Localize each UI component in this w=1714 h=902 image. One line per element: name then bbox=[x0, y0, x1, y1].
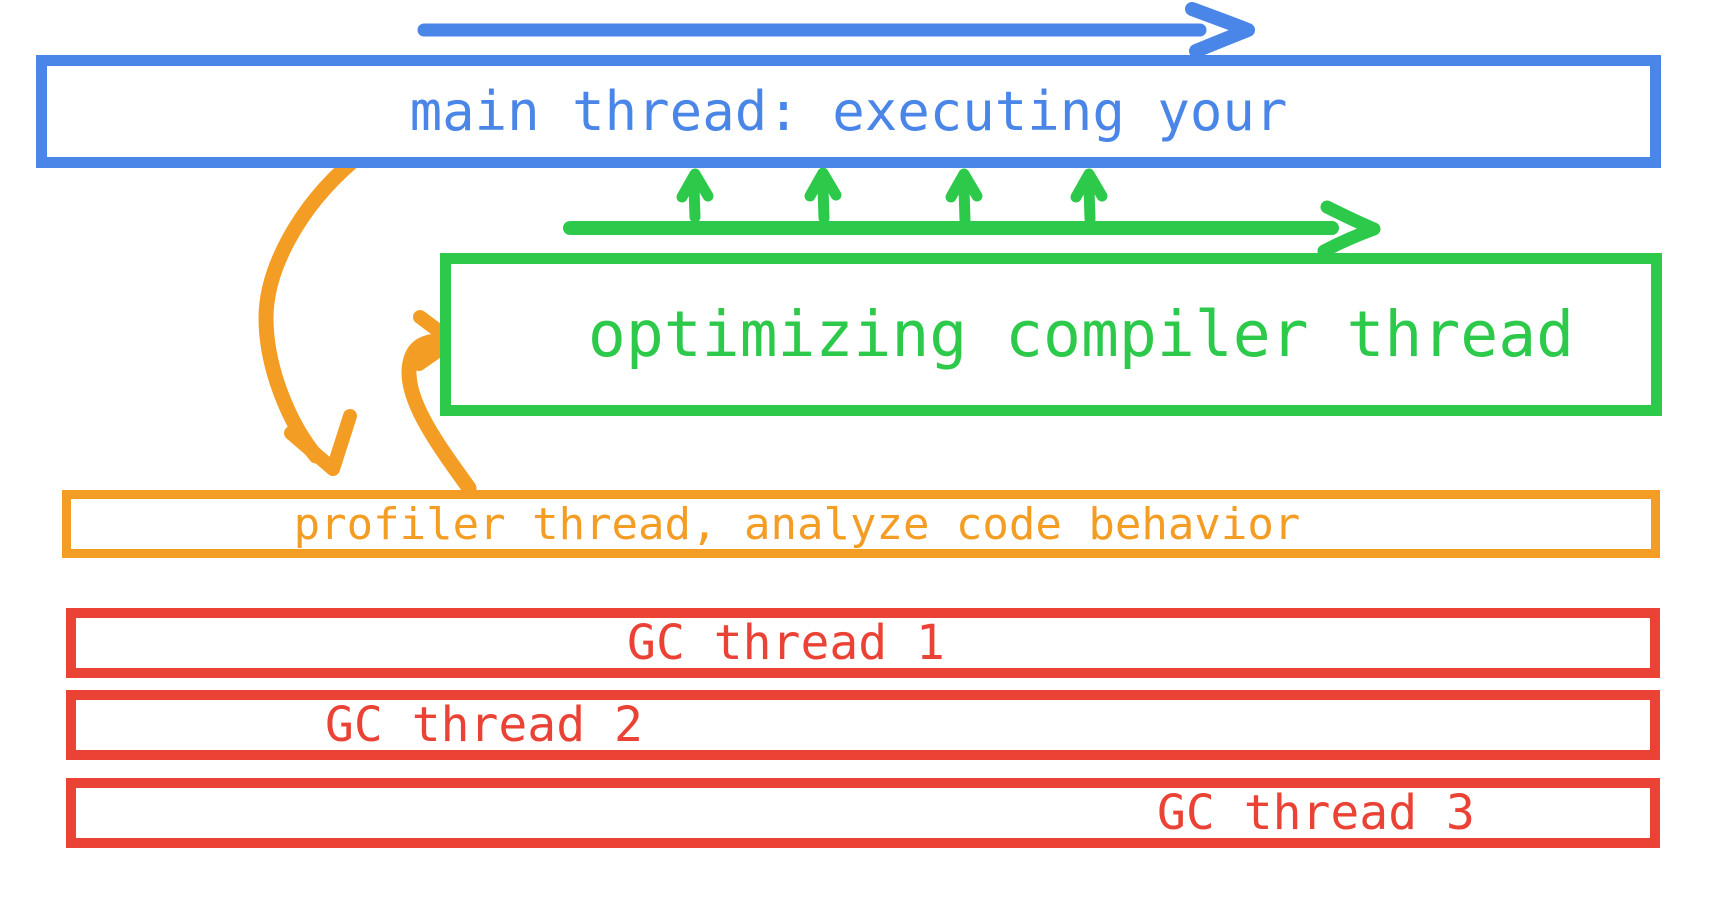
up-arrow-icon bbox=[1070, 168, 1108, 225]
gc-thread-2-box: GC thread 2 bbox=[66, 690, 1660, 760]
arrowhead-right-icon bbox=[1317, 200, 1381, 258]
gc-thread-1-label: GC thread 1 bbox=[627, 615, 945, 671]
profiler-thread-box: profiler thread, analyze code behavior bbox=[62, 490, 1660, 558]
main-thread-box: main thread: executing your bbox=[36, 55, 1661, 168]
arrowhead-down-icon bbox=[284, 409, 357, 476]
arrowhead-right-icon bbox=[1185, 2, 1255, 58]
compiler-timeline-arrow bbox=[563, 200, 1381, 258]
optimizing-compiler-thread-box: optimizing compiler thread bbox=[440, 253, 1662, 416]
up-arrow-icon bbox=[804, 167, 842, 224]
profiler-thread-label: profiler thread, analyze code behavior bbox=[293, 498, 1301, 550]
up-arrow-icon bbox=[945, 168, 983, 226]
optimizing-compiler-thread-label: optimizing compiler thread bbox=[587, 298, 1575, 371]
gc-thread-1-box: GC thread 1 bbox=[66, 608, 1660, 678]
gc-thread-2-label: GC thread 2 bbox=[325, 697, 643, 753]
gc-thread-3-box: GC thread 3 bbox=[66, 778, 1660, 848]
main-to-profiler-arrow bbox=[258, 153, 361, 476]
main-timeline-arrow bbox=[417, 2, 1255, 58]
gc-thread-3-label: GC thread 3 bbox=[1157, 785, 1475, 841]
feedback-up-arrows bbox=[676, 167, 1108, 226]
main-thread-label: main thread: executing your bbox=[409, 80, 1288, 143]
up-arrow-icon bbox=[676, 168, 714, 223]
